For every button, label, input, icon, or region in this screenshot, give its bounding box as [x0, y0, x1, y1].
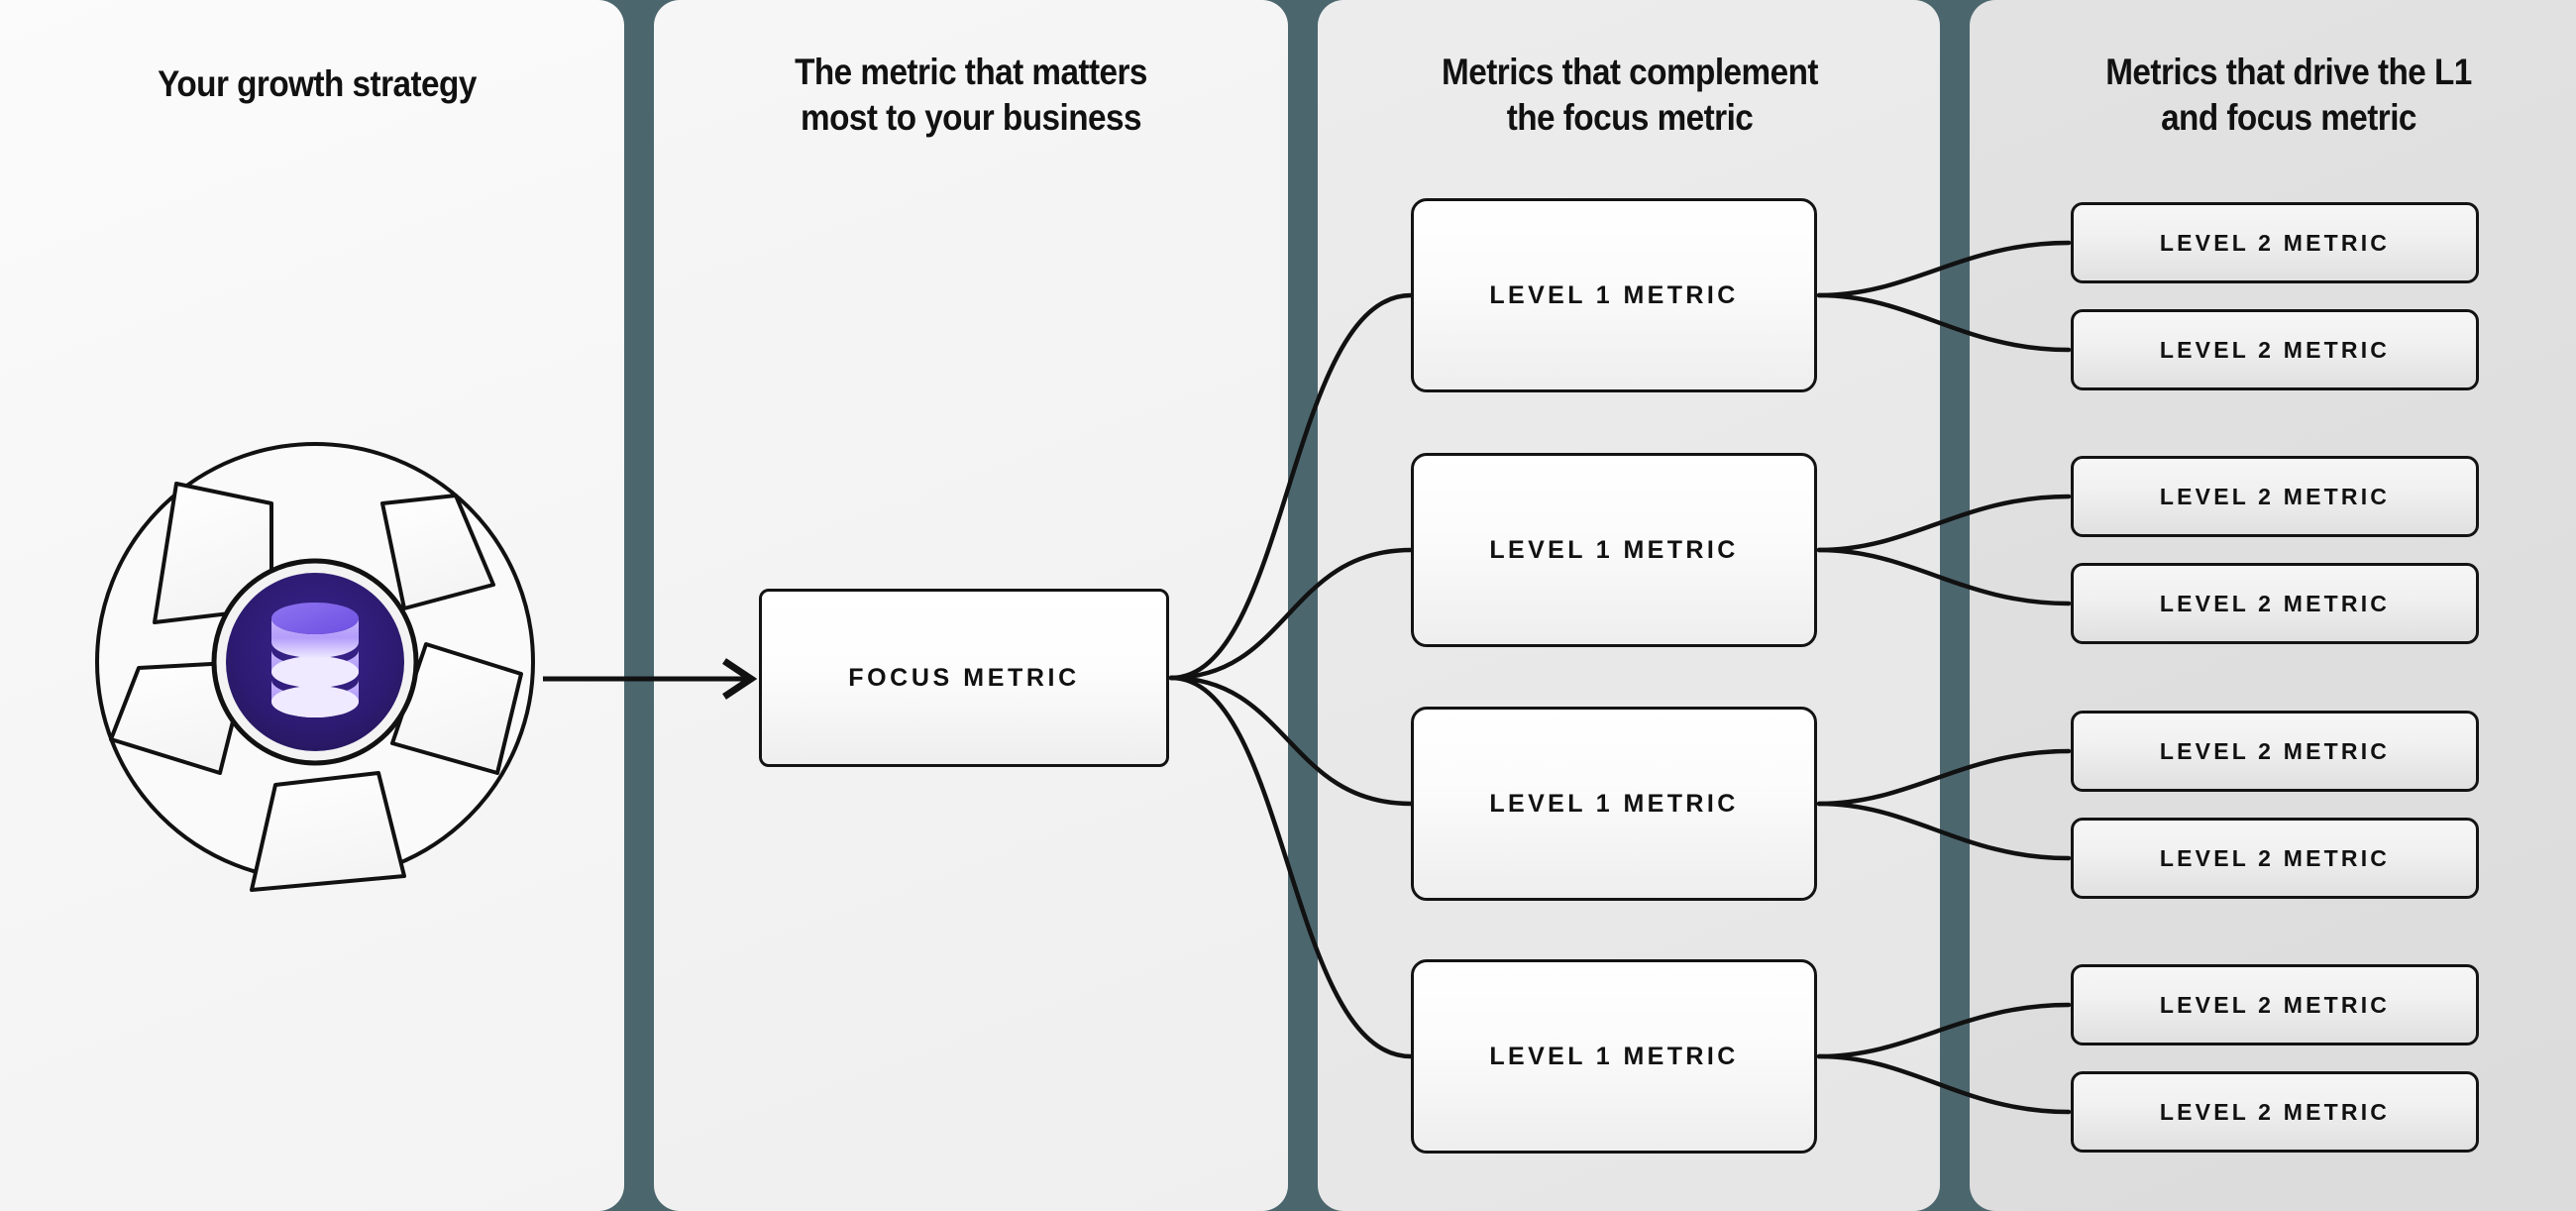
column-title-level-1-metrics: Metrics that complement the focus metric: [1442, 52, 1818, 138]
logo-petals: [109, 482, 523, 892]
column-title-level-2-metrics: Metrics that drive the L1 and focus metr…: [2105, 52, 2472, 138]
column-title-growth-strategy: Your growth strategy: [158, 63, 477, 104]
level-2-metric-node[interactable]: LEVEL 2 METRIC: [2071, 711, 2479, 792]
level-2-metric-node[interactable]: LEVEL 2 METRIC: [2071, 456, 2479, 537]
level-2-metric-node[interactable]: LEVEL 2 METRIC: [2071, 964, 2479, 1046]
level-1-metric-node[interactable]: LEVEL 1 METRIC: [1411, 198, 1817, 392]
arrow-strategy-to-focus-icon: [543, 658, 758, 700]
level-2-metric-node[interactable]: LEVEL 2 METRIC: [2071, 818, 2479, 899]
growth-strategy-pinwheel-logo: [95, 442, 535, 892]
level-1-metric-node[interactable]: LEVEL 1 METRIC: [1411, 959, 1817, 1154]
focus-metric-node[interactable]: FOCUS METRIC: [759, 589, 1169, 767]
level-1-metric-node[interactable]: LEVEL 1 METRIC: [1411, 707, 1817, 901]
level-2-metric-node[interactable]: LEVEL 2 METRIC: [2071, 202, 2479, 283]
level-2-metric-node[interactable]: LEVEL 2 METRIC: [2071, 309, 2479, 390]
level-2-metric-node[interactable]: LEVEL 2 METRIC: [2071, 563, 2479, 644]
level-1-metric-node[interactable]: LEVEL 1 METRIC: [1411, 453, 1817, 647]
level-2-metric-node[interactable]: LEVEL 2 METRIC: [2071, 1071, 2479, 1153]
column-title-focus-metric: The metric that matters most to your bus…: [795, 52, 1147, 138]
database-icon: [271, 603, 359, 717]
